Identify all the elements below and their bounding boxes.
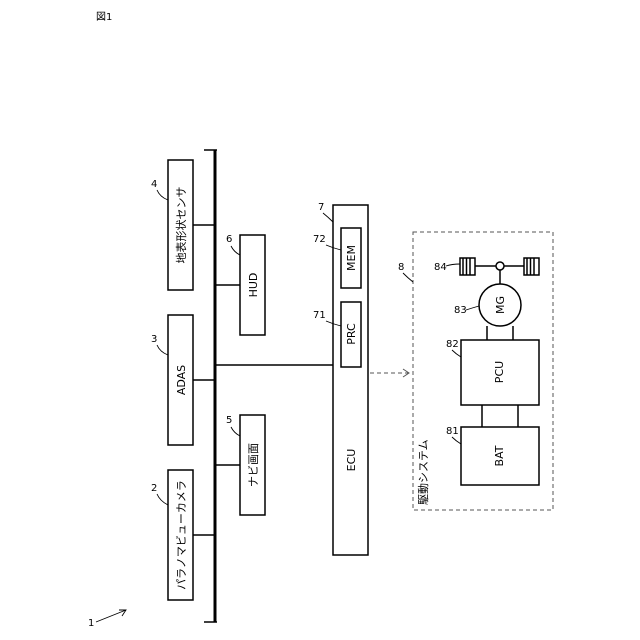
pcu-leader (452, 350, 461, 357)
adas-label: ADAS (175, 365, 188, 395)
hud-label: HUD (247, 273, 260, 298)
navi-screen-label: ナビ画面 (247, 443, 260, 487)
adas-leader (157, 345, 168, 355)
ecu-ref: 7 (318, 202, 324, 213)
pcu-label: PCU (493, 361, 506, 383)
ground-shape-sensor-label: 地表形状センサ (174, 187, 188, 264)
adas-block: ADAS 3 (151, 315, 193, 445)
ground-shape-sensor-ref: 4 (151, 179, 157, 190)
ecu-leader (323, 213, 333, 222)
drive-system-ref: 8 (398, 262, 404, 273)
ecu-label: ECU (345, 449, 358, 472)
drive-system-label: 駆動システム (416, 439, 430, 505)
system-ref-arrowhead (119, 610, 126, 616)
mem-label: MEM (345, 245, 358, 271)
mem-ref: 72 (313, 234, 326, 245)
drive-system-block: 駆動システム 8 BAT 81 PCU 82 MG 83 (398, 232, 553, 510)
ground-shape-sensor-leader (157, 190, 168, 200)
motor-generator-label: MG (494, 296, 507, 314)
pcu-ref: 82 (446, 339, 459, 350)
motor-generator-leader (466, 306, 479, 310)
prc-label: PRC (345, 323, 358, 345)
panoramic-camera-block: パラノマビューカメラ 2 (151, 470, 193, 600)
system-ref-arrow (96, 610, 126, 622)
figure-label: 図1 (96, 11, 112, 23)
battery-ref: 81 (446, 426, 459, 437)
adas-ref: 3 (151, 334, 157, 345)
panoramic-camera-label: パラノマビューカメラ (175, 480, 188, 590)
differential-circle (496, 262, 504, 270)
battery-label: BAT (493, 445, 506, 466)
panoramic-camera-leader (157, 494, 168, 505)
panoramic-camera-ref: 2 (151, 483, 157, 494)
system-ref-number: 1 (88, 618, 94, 629)
battery-leader (452, 437, 461, 444)
drive-system-leader (403, 273, 413, 282)
wheel-axle-ref: 84 (434, 262, 447, 273)
hud-leader (231, 246, 240, 255)
motor-generator-ref: 83 (454, 305, 467, 316)
ground-shape-sensor-block: 地表形状センサ 4 (151, 160, 193, 290)
prc-ref: 71 (313, 310, 326, 321)
ecu-block: ECU 7 MEM 72 PRC 71 (313, 202, 368, 555)
navi-screen-leader (231, 427, 240, 436)
hud-ref: 6 (226, 234, 232, 245)
navi-screen-ref: 5 (226, 415, 232, 426)
wheel-axle-leader (446, 264, 460, 266)
